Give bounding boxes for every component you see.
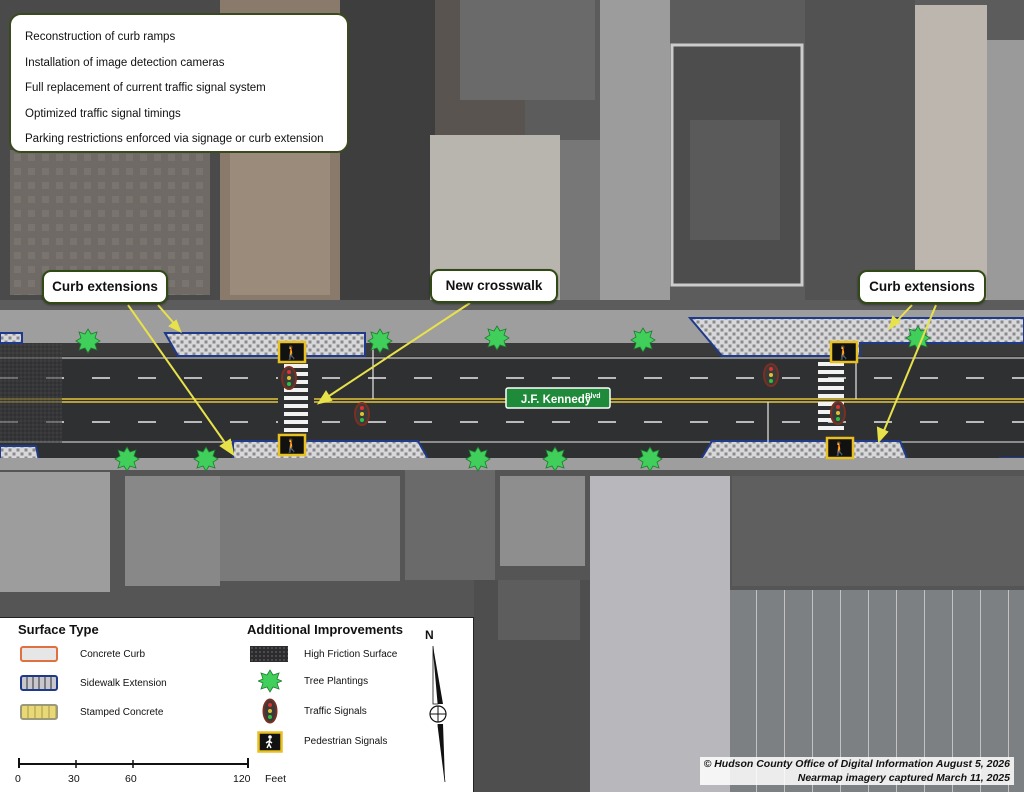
- tree-icon: [193, 446, 219, 472]
- scale-tick-label: 60: [125, 773, 137, 785]
- legend-sidewalk-extension-label: Sidewalk Extension: [80, 678, 167, 689]
- tree-icon: [367, 328, 393, 354]
- tree-icon: [637, 446, 663, 472]
- high-friction-surface: [0, 343, 62, 443]
- svg-text:🚶: 🚶: [836, 345, 852, 361]
- pedestrian-signal-icon: 🚶: [277, 433, 307, 457]
- sidewalk-extension-swatch: [20, 675, 58, 691]
- legend-traffic-signals-label: Traffic Signals: [304, 706, 367, 717]
- pedestrian-signal-icon: 🚶: [277, 340, 307, 364]
- north-arrow-label: N: [425, 628, 434, 642]
- legend-additional-improvements-title: Additional Improvements: [247, 622, 404, 637]
- imagery-credits: © Hudson County Office of Digital Inform…: [699, 757, 1014, 785]
- pedestrian-signal-icon: 🚶: [825, 436, 855, 460]
- tree-plantings: [75, 325, 931, 472]
- improvements-list: Reconstruction of curb ramps Installatio…: [9, 13, 349, 153]
- tree-icon: [465, 446, 491, 472]
- street-sign-name: J.F. Kennedy: [521, 394, 592, 406]
- svg-text:🚶: 🚶: [284, 438, 300, 454]
- scale-tick-label: 0: [15, 773, 21, 785]
- legend-concrete-curb-label: Concrete Curb: [80, 649, 146, 660]
- high-friction-surface-swatch: [250, 646, 288, 662]
- svg-text:🚶: 🚶: [284, 345, 300, 361]
- svg-text:🚶: 🚶: [832, 441, 848, 457]
- scale-bar: [18, 758, 249, 768]
- scale-unit-label: Feet: [265, 773, 287, 785]
- callout-new-crosswalk: New crosswalk: [430, 269, 558, 303]
- tree-icon: [75, 328, 101, 354]
- legend-pedestrian-signals-label: Pedestrian Signals: [304, 736, 388, 747]
- traffic-signal-icon: [763, 363, 779, 387]
- tree-icon: [114, 446, 140, 472]
- pedestrian-signal-icon: [257, 731, 283, 753]
- tree-icon: [630, 327, 656, 353]
- scale-tick-label: 30: [68, 773, 80, 785]
- tree-icon: [258, 669, 282, 693]
- callout-arrows: [127, 302, 937, 457]
- traffic-signal-icon: [830, 401, 846, 425]
- north-arrow-icon: [429, 645, 447, 783]
- scale-tick-label: 120: [233, 773, 251, 785]
- traffic-signals: [281, 363, 846, 426]
- legend-tree-plantings-label: Tree Plantings: [304, 676, 369, 687]
- credit-line-2: Nearmap imagery captured March 11, 2025: [797, 772, 1010, 784]
- pedestrian-signals: 🚶 🚶 🚶 🚶: [277, 340, 859, 460]
- traffic-signal-icon: [281, 366, 297, 390]
- stamped-concrete-swatch: [20, 704, 58, 720]
- callout-curb-extensions-left: Curb extensions: [42, 270, 168, 304]
- tree-icon: [484, 325, 510, 351]
- improvement-item: Optimized traffic signal timings: [25, 107, 181, 120]
- street-name-sign: J.F. Kennedy Blvd: [505, 387, 611, 409]
- traffic-signal-icon: [354, 402, 370, 426]
- improvement-item: Installation of image detection cameras: [25, 56, 225, 69]
- legend-high-friction-label: High Friction Surface: [304, 649, 398, 660]
- concrete-curb-swatch: [20, 646, 58, 662]
- traffic-signal-icon: [262, 698, 278, 724]
- legend-surface-type-title: Surface Type: [18, 622, 99, 637]
- south-sidewalk: [0, 458, 1024, 470]
- legend: Surface Type Concrete Curb Sidewalk Exte…: [0, 617, 474, 792]
- legend-stamped-concrete-label: Stamped Concrete: [80, 707, 164, 718]
- credit-line-1: © Hudson County Office of Digital Inform…: [703, 758, 1010, 770]
- improvement-item: Parking restrictions enforced via signag…: [25, 133, 324, 146]
- street-sign-suffix: Blvd: [585, 393, 600, 400]
- tree-icon: [542, 446, 568, 472]
- improvement-item: Reconstruction of curb ramps: [25, 31, 176, 43]
- improvement-item: Full replacement of current traffic sign…: [25, 82, 266, 95]
- callout-curb-extensions-right: Curb extensions: [858, 270, 986, 304]
- pedestrian-signal-icon: 🚶: [829, 340, 859, 364]
